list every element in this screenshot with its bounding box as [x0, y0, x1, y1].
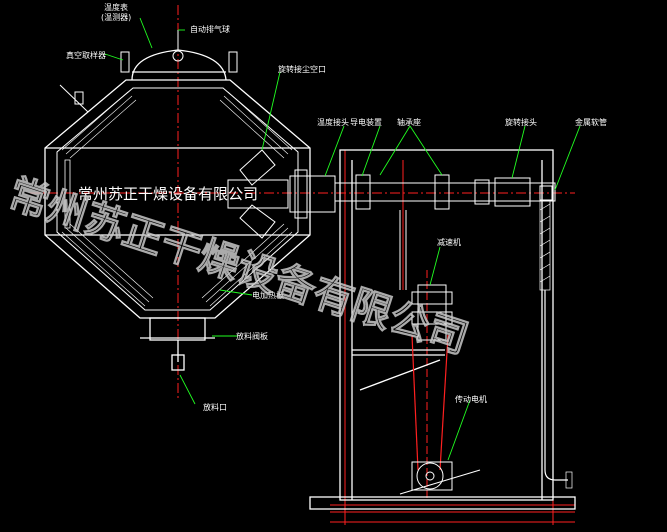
callout-labels: 温度表 (温测器) 自动排气球 真空取样器 旋转接尘空口 温度接头 导电装置 轴… [66, 2, 607, 412]
label-metal-hose: 金属软管 [575, 117, 607, 127]
leader-lines [104, 17, 581, 461]
label-rotary-joint: 旋转接头 [505, 117, 537, 127]
drive-frame [309, 149, 576, 510]
label-vacuum-sampling-valve: 真空取样器 [66, 50, 106, 60]
internal-dust-port [227, 149, 336, 239]
company-label: 常州苏正干燥设备有限公司 [78, 185, 258, 203]
label-discharge-valve: 放料阀板 [236, 331, 268, 341]
label-temp-gauge-sub: (温测器) [101, 13, 131, 22]
label-drive-motor: 传动电机 [455, 394, 487, 404]
label-rotary-dust-port: 旋转接尘空口 [278, 64, 326, 74]
label-bearing-seat: 轴承座 [397, 117, 421, 127]
double-cone-vessel [44, 49, 311, 371]
label-temp-joint: 温度接头 [317, 117, 349, 127]
label-reducer: 减速机 [437, 237, 461, 247]
label-outlet: 放料口 [203, 402, 227, 412]
drive-motor [399, 461, 481, 495]
label-temp-gauge: 温度表 [104, 2, 128, 12]
belt-drive [411, 334, 449, 471]
reducer-gearbox [399, 210, 453, 341]
label-auto-vent-valve: 自动排气球 [190, 24, 230, 34]
top-fittings [59, 30, 238, 113]
metal-hose [539, 199, 573, 489]
label-heating-jacket: 电加热板 [252, 290, 284, 300]
label-guide-device: 导电装置 [350, 117, 382, 127]
vessel-liner-hatch [61, 91, 293, 307]
